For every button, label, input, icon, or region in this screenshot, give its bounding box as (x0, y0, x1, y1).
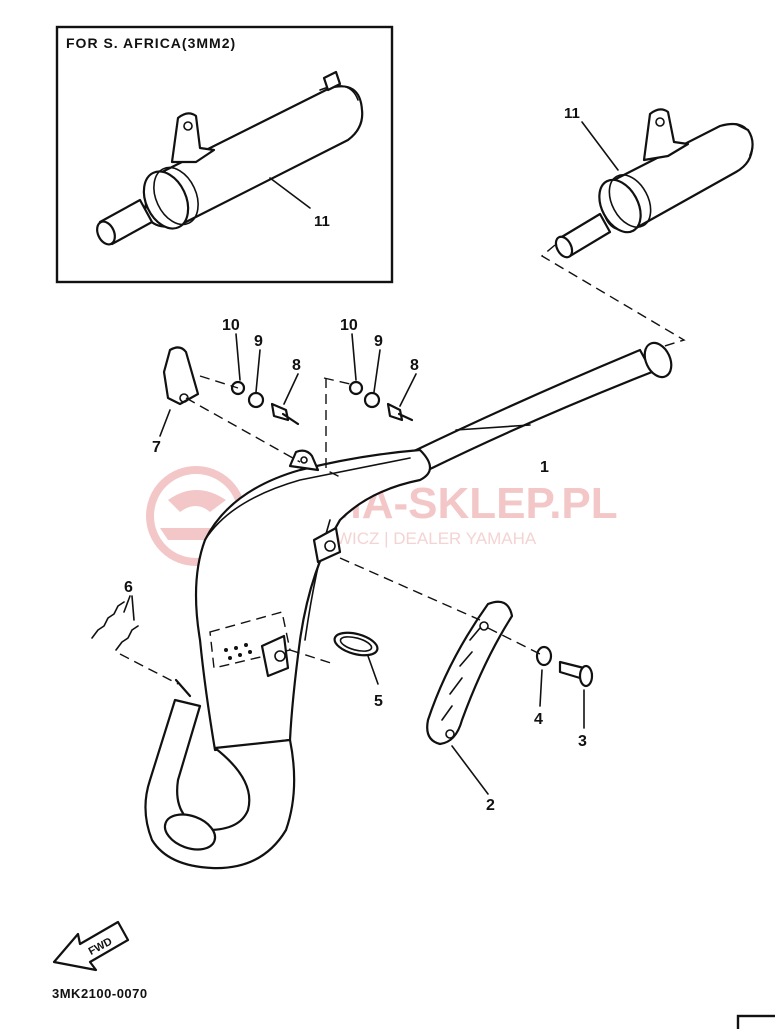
callout-10-left: 10 (222, 317, 240, 334)
callout-labels: 1 2 3 4 5 6 7 8 9 10 8 9 10 11 (124, 105, 587, 814)
callout-11: 11 (564, 105, 580, 122)
inset-box: FOR S. AFRICA(3MM2) 11 (55, 25, 394, 284)
inset-title: FOR S. AFRICA(3MM2) (66, 35, 236, 51)
callout-10-right: 10 (340, 317, 358, 334)
callout-4: 4 (534, 711, 543, 728)
exhaust-pipe (144, 341, 673, 870)
silencer (540, 108, 754, 351)
fwd-arrow-icon: FWD (52, 920, 130, 972)
callout-8-right: 8 (410, 357, 419, 374)
callout-5: 5 (374, 693, 383, 710)
inset-part-label: 11 (314, 213, 330, 230)
callout-9-right: 9 (374, 333, 383, 350)
perforation-pattern (224, 643, 252, 660)
callout-1: 1 (540, 459, 549, 476)
callout-9-left: 9 (254, 333, 263, 350)
callout-8-left: 8 (292, 357, 301, 374)
diagram-code: 3MK2100-0070 (52, 986, 148, 1001)
page-corner-tab (736, 1014, 775, 1029)
callout-6: 6 (124, 579, 133, 596)
callout-2: 2 (486, 797, 495, 814)
callout-3: 3 (578, 733, 587, 750)
inset-muffler-drawing (96, 70, 364, 246)
callout-7: 7 (152, 439, 161, 456)
protector-plate (426, 600, 514, 795)
fasteners (91, 333, 594, 729)
